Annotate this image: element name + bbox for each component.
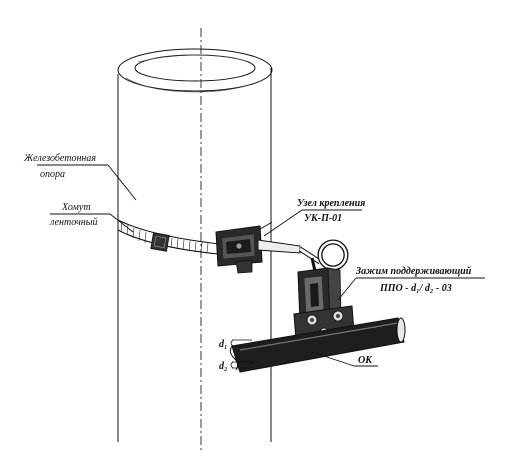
mount-label-line2: УК-П-01 bbox=[304, 213, 342, 224]
support-label-line2: ППО - d₁/ d₂ - 03 bbox=[379, 283, 452, 294]
clamp-label-line2: ленточный bbox=[49, 217, 97, 228]
optical-cable bbox=[229, 317, 406, 373]
d1-label: d₁ bbox=[219, 339, 228, 350]
leader-lines bbox=[37, 164, 485, 367]
pole-label-line2: опора bbox=[40, 169, 65, 180]
clamp-label-line1: Хомут bbox=[61, 202, 91, 213]
band-clamp bbox=[117, 219, 273, 255]
d2-label: d₂ bbox=[219, 361, 228, 372]
concrete-pole bbox=[117, 48, 273, 442]
support-label-line1: Зажим поддерживающий bbox=[355, 266, 472, 277]
pole-label-line1: Железобетонная bbox=[23, 153, 96, 164]
cable-label: ОК bbox=[358, 355, 373, 366]
mount-label-line1: Узел крепления bbox=[297, 198, 365, 209]
diameter-markers bbox=[230, 339, 254, 369]
